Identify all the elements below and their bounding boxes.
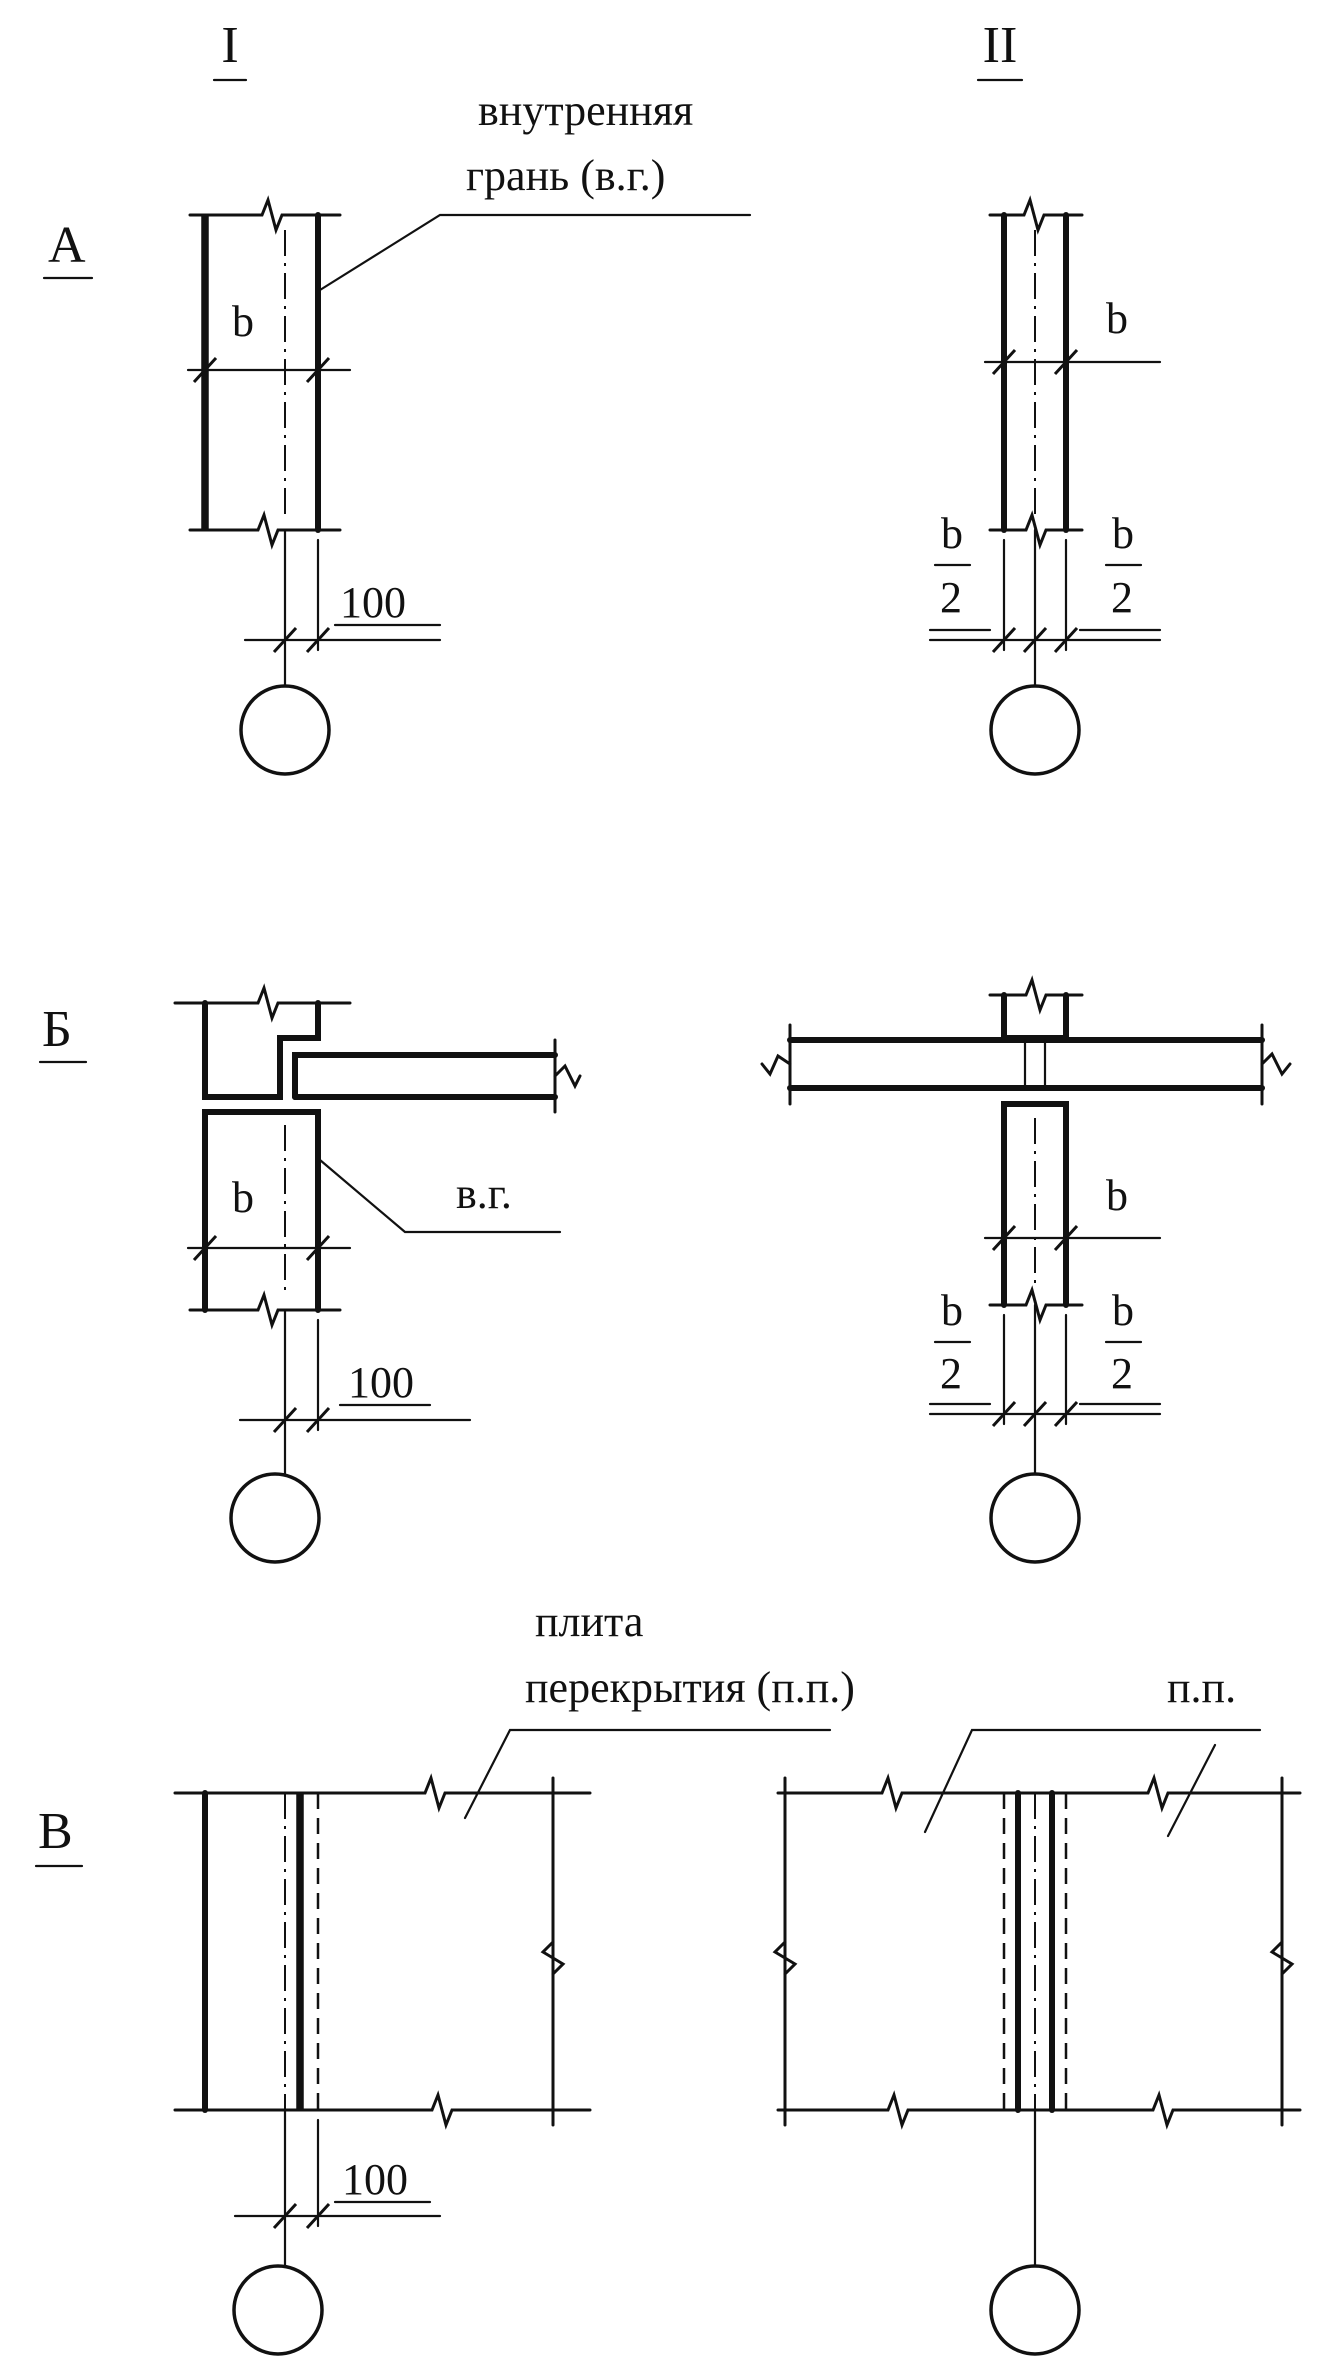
detail-v1: 100 плита перекрытия (п.п.): [173, 1597, 855, 2356]
detail-a1: b 100 внутренняя грань (в.г.): [186, 86, 752, 776]
slab-callout: п.п.: [923, 1663, 1262, 1838]
column-header-2: II: [983, 17, 1018, 74]
thickness-label: b: [1106, 294, 1128, 343]
axis-bubble: [989, 684, 1081, 776]
thickness-dimension: b: [983, 1171, 1162, 1252]
wall-section: [188, 195, 342, 550]
inner-face-callout: в.г.: [318, 1158, 562, 1234]
half-label-right-den: 2: [1111, 573, 1133, 622]
thickness-label: b: [1106, 1171, 1128, 1220]
slab-callout: плита перекрытия (п.п.): [463, 1597, 855, 1820]
half-thickness-dimension: b 2 b 2: [928, 509, 1162, 688]
column-header-1: I: [221, 17, 238, 74]
axis-bubble: [989, 1472, 1081, 1564]
wall-section: [988, 195, 1084, 550]
detail-b1: b 100 в.г.: [173, 983, 582, 1564]
slab-label-line1: плита: [535, 1597, 643, 1646]
column-headers: I II: [212, 17, 1024, 82]
offset-label: 100: [348, 1358, 414, 1407]
slab-junction: [760, 975, 1292, 1106]
slab-label-line2: перекрытия (п.п.): [525, 1663, 855, 1712]
row-header-a: А: [48, 217, 86, 274]
offset-dimension: 100: [238, 1308, 472, 1476]
slab-label: п.п.: [1167, 1663, 1236, 1712]
detail-b2: b b 2 b 2: [760, 975, 1292, 1564]
axis-bubble: [989, 2264, 1081, 2356]
axis-bubble: [239, 684, 331, 776]
thickness-label: b: [232, 297, 254, 346]
slab-plan: [173, 1773, 592, 2130]
row-header-v: В: [38, 1803, 73, 1860]
detail-v2: п.п.: [772, 1663, 1302, 2356]
offset-dimension: 100: [233, 2108, 442, 2267]
axis-bubble: [232, 2264, 324, 2356]
row-header-b: Б: [42, 1001, 72, 1058]
wall-section: [188, 1109, 342, 1330]
inner-face-callout: внутренняя грань (в.г.): [318, 86, 752, 292]
row-headers: А Б В: [34, 217, 94, 1868]
offset-label: 100: [342, 2155, 408, 2204]
thickness-label: b: [232, 1173, 254, 1222]
inner-face-label: в.г.: [456, 1169, 512, 1218]
offset-dimension: 100: [243, 528, 442, 688]
thickness-dimension: b: [186, 297, 352, 384]
wall-section: [988, 1101, 1084, 1325]
thickness-dimension: b: [983, 294, 1162, 376]
inner-face-label-line1: внутренняя: [478, 86, 693, 135]
half-label-left-num: b: [941, 509, 963, 558]
slab-junction: [173, 983, 582, 1114]
half-label-right-num: b: [1112, 509, 1134, 558]
half-label-right-num: b: [1112, 1286, 1134, 1335]
slab-plan: [772, 1773, 1302, 2130]
half-thickness-dimension: b 2 b 2: [928, 1286, 1162, 1476]
detail-a2: b b 2 b 2: [928, 195, 1162, 776]
axis-bubble: [229, 1472, 321, 1564]
half-label-left-den: 2: [940, 1349, 962, 1398]
thickness-dimension: b: [186, 1173, 352, 1262]
half-label-right-den: 2: [1111, 1349, 1133, 1398]
offset-label: 100: [340, 578, 406, 627]
half-label-left-den: 2: [940, 573, 962, 622]
inner-face-label-line2: грань (в.г.): [466, 151, 665, 200]
half-label-left-num: b: [941, 1286, 963, 1335]
